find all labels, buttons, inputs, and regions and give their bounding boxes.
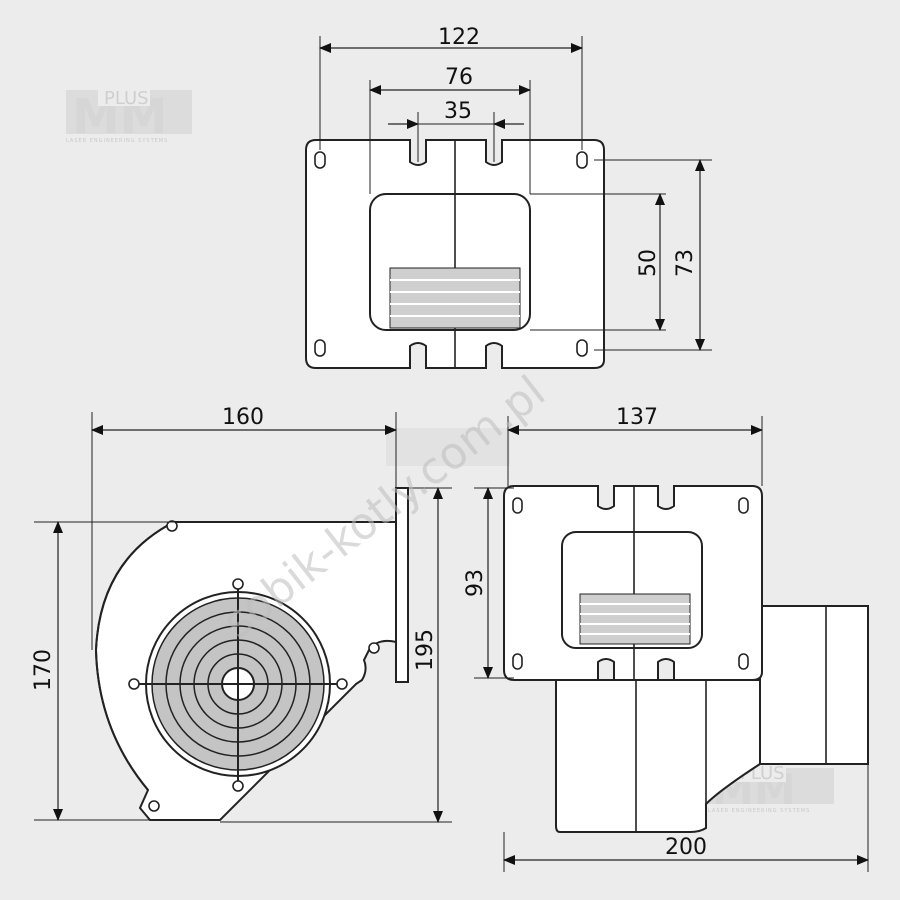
side-flange	[395, 487, 409, 683]
top-damper-louver	[389, 267, 521, 329]
dim-label-200: 200	[665, 835, 707, 860]
brand-logo-center	[386, 428, 510, 466]
side-view: 160 170 195	[31, 405, 452, 823]
mount-hole	[738, 653, 749, 670]
dim-label-137: 137	[616, 405, 658, 430]
front-view: 137 93 200	[463, 405, 869, 872]
logo-sub-text: LASER ENGINEERING SYSTEMS	[66, 138, 168, 144]
mount-hole	[314, 339, 326, 357]
logo-sub-text: LASER ENGINEERING SYSTEMS	[708, 808, 810, 814]
front-damper-louver	[579, 593, 691, 645]
top-view: 122 76 35 50 73	[305, 25, 712, 369]
dim-label-122: 122	[438, 25, 480, 50]
mount-hole	[512, 653, 523, 670]
inlet-grille	[128, 578, 348, 792]
dim-label-76: 76	[445, 65, 473, 90]
dim-label-50: 50	[636, 249, 661, 277]
dim-label-93: 93	[463, 569, 488, 597]
front-housing	[555, 679, 761, 833]
mount-hole	[576, 339, 588, 357]
motor-body	[759, 605, 869, 765]
dim-label-160: 160	[222, 405, 264, 430]
brand-logo-bottom-right: MM PLUS LASER ENGINEERING SYSTEMS	[708, 762, 834, 814]
mount-hole	[314, 151, 326, 169]
mount-hole	[738, 497, 749, 514]
mount-hole	[576, 151, 588, 169]
dim-label-195: 195	[413, 629, 438, 671]
dim-label-73: 73	[673, 249, 698, 277]
dim-label-35: 35	[444, 99, 472, 124]
logo-badge-text: PLUS	[104, 88, 149, 109]
mount-hole	[512, 497, 523, 514]
dim-label-170: 170	[31, 649, 56, 691]
brand-logo-top-left: MM PLUS LASER ENGINEERING SYSTEMS	[66, 86, 192, 145]
